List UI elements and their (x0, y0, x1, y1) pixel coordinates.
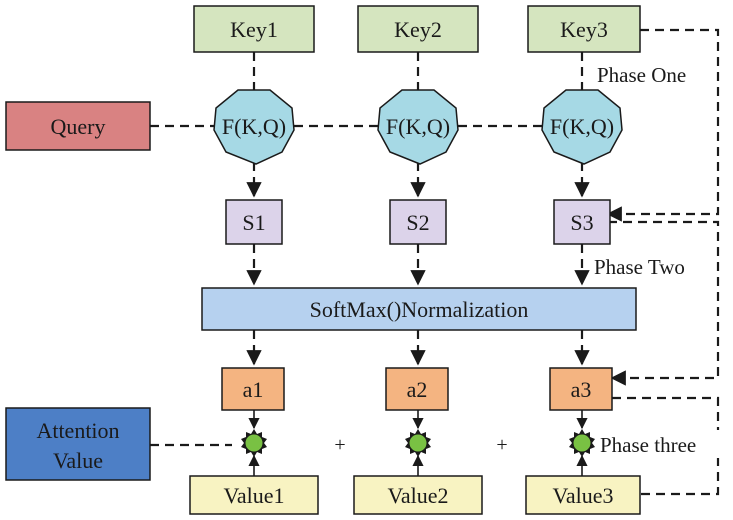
weight-box-2-shape (385, 367, 449, 411)
score-box-1: S1 (225, 199, 283, 245)
weight-label-3: a3 (571, 377, 592, 402)
value-box-1-shape (189, 475, 319, 515)
score-label-1: S1 (242, 210, 265, 235)
plus-sign-2: + (496, 434, 507, 456)
plus-sign-1: + (334, 434, 345, 456)
multiply-node-1 (241, 429, 267, 457)
score-box-3-shape (553, 199, 611, 245)
phase-one-label: Phase One (594, 60, 716, 88)
phase-two-label: Phase Two (592, 252, 716, 280)
value-box-3-shape (525, 475, 641, 515)
score-box-2: S2 (389, 199, 447, 245)
weight-box-3: a3 (549, 367, 613, 411)
function-node-3-shape (541, 89, 623, 165)
multiply-node-3 (569, 429, 595, 457)
key-box-2-shape (357, 5, 479, 53)
key-label-1: Key1 (230, 17, 278, 42)
score-row: S1 S2 S3 (225, 199, 611, 245)
weight-row: a1 a2 a3 (221, 367, 613, 411)
weight-label-2: a2 (407, 377, 428, 402)
weight-box-3-shape (549, 367, 613, 411)
function-node-1: F(K,Q) (213, 89, 295, 165)
softmax-box-shape (201, 287, 637, 331)
attention-value-box: Attention Value (5, 407, 151, 481)
value-row: Value1 Value2 Value3 (189, 475, 641, 515)
attention-value-label-line1: Attention (36, 418, 119, 443)
value-label-2: Value2 (387, 483, 448, 508)
key-row: Key1 Key2 Key3 (193, 5, 641, 53)
multiply-node-2 (405, 429, 431, 457)
function-label-2: F(K,Q) (386, 114, 450, 139)
key-box-1-shape (193, 5, 315, 53)
score-label-2: S2 (406, 210, 429, 235)
value-box-2-shape (353, 475, 483, 515)
softmax-box: SoftMax()Normalization (201, 287, 637, 331)
key-label-2: Key2 (394, 17, 442, 42)
function-node-1-shape (213, 89, 295, 165)
key-box-2: Key2 (357, 5, 479, 53)
function-label-1: F(K,Q) (222, 114, 286, 139)
function-label-3: F(K,Q) (550, 114, 614, 139)
key-label-3: Key3 (560, 17, 608, 42)
weight-box-1: a1 (221, 367, 285, 411)
function-node-2-shape (377, 89, 459, 165)
multiply-node-2-dot (408, 433, 428, 453)
weight-label-1: a1 (243, 377, 264, 402)
score-box-2-shape (389, 199, 447, 245)
value-box-2: Value2 (353, 475, 483, 515)
multiply-node-1-dot (244, 433, 264, 453)
key-box-1: Key1 (193, 5, 315, 53)
attention-value-label-line2: Value (53, 448, 103, 473)
score-label-3: S3 (570, 210, 593, 235)
key-box-3-shape (527, 5, 641, 53)
attention-value-box-shape (5, 407, 151, 481)
value-box-1: Value1 (189, 475, 319, 515)
function-node-2: F(K,Q) (377, 89, 459, 165)
function-row: F(K,Q) F(K,Q) F(K,Q) (213, 89, 623, 165)
query-label: Query (51, 114, 106, 139)
multiply-node-3-dot (572, 433, 592, 453)
value-box-3: Value3 (525, 475, 641, 515)
query-box: Query (5, 101, 151, 151)
phase-two-text: Phase Two (594, 255, 685, 279)
weight-box-1-shape (221, 367, 285, 411)
score-box-3: S3 (553, 199, 611, 245)
value-label-3: Value3 (552, 483, 613, 508)
score-box-1-shape (225, 199, 283, 245)
key-box-3: Key3 (527, 5, 641, 53)
weight-box-2: a2 (385, 367, 449, 411)
function-node-3: F(K,Q) (541, 89, 623, 165)
query-box-shape (5, 101, 151, 151)
softmax-label: SoftMax()Normalization (310, 297, 529, 322)
phase-three-label: Phase three (598, 430, 722, 458)
connectors (150, 28, 720, 496)
phase-three-text: Phase three (600, 433, 696, 457)
phase-one-text: Phase One (597, 63, 686, 87)
value-label-1: Value1 (223, 483, 284, 508)
